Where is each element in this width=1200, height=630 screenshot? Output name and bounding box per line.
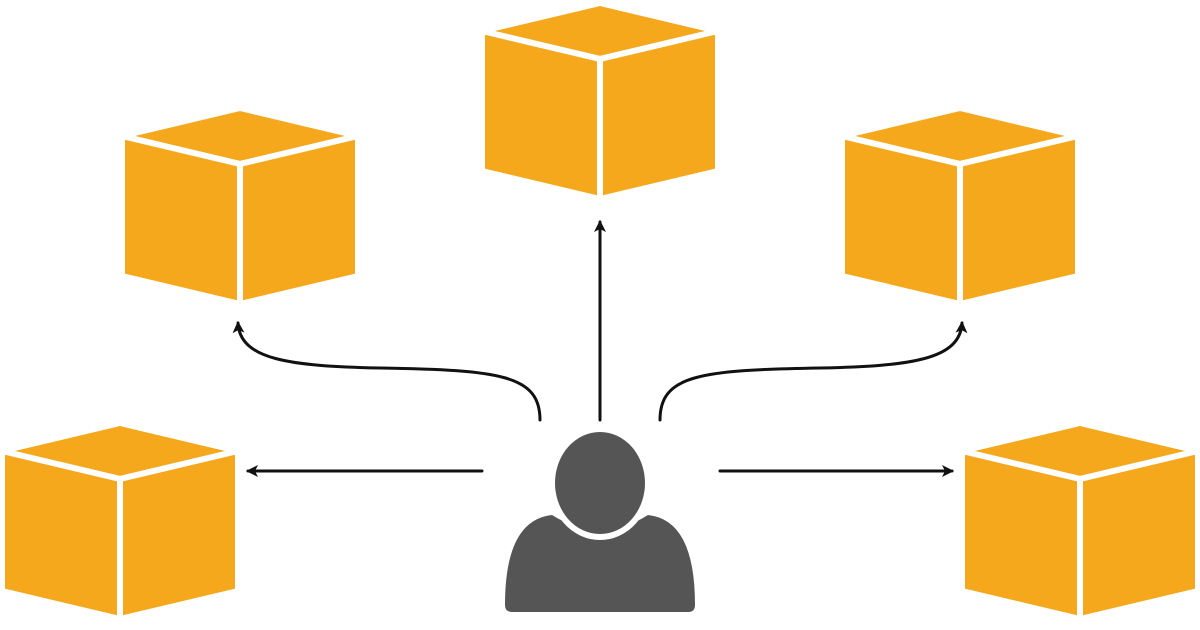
box-node-1 <box>119 104 361 308</box>
cube-left-face <box>839 132 963 308</box>
cube-right-face <box>597 27 721 203</box>
cube-right-face <box>117 447 241 623</box>
person-icon <box>505 426 695 612</box>
arrow-user-to-box-1 <box>232 321 542 422</box>
box-node-5 <box>959 419 1200 623</box>
cube-left-face <box>119 132 243 308</box>
cube-right-face <box>1077 447 1200 623</box>
cube-left-face <box>959 447 1083 623</box>
user-layer <box>505 426 695 612</box>
cube-right-face <box>237 132 361 308</box>
arrows-layer <box>232 220 968 477</box>
user-head <box>549 426 651 540</box>
arrow-user-to-box-3 <box>658 321 968 422</box>
box-node-4 <box>0 419 241 623</box>
cube-left-face <box>479 27 603 203</box>
cube-left-face <box>0 447 123 623</box>
cube-right-face <box>957 132 1081 308</box>
user-body <box>505 515 695 612</box>
box-node-2 <box>479 0 721 203</box>
box-node-3 <box>839 104 1081 308</box>
